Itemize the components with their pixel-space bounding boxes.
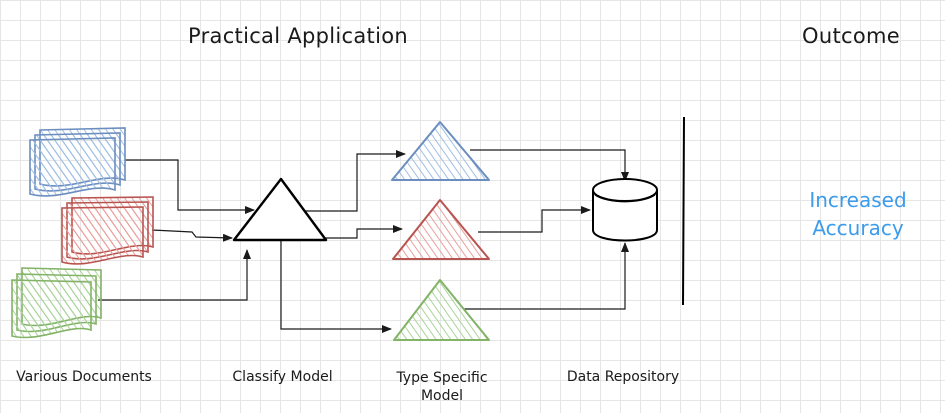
label-various-documents: Various Documents bbox=[16, 369, 152, 385]
heading-practical-application: Practical Application bbox=[188, 24, 408, 48]
heading-outcome: Outcome bbox=[802, 24, 900, 48]
outcome-increased-accuracy: Increased Accuracy bbox=[809, 188, 907, 240]
label-type-specific-model: Type Specific Model bbox=[396, 370, 488, 404]
label-data-repository: Data Repository bbox=[566, 369, 680, 385]
document-stack-blue bbox=[29, 127, 126, 197]
edge-classify-to-model-green bbox=[280, 240, 392, 333]
edge-model-green-to-repo bbox=[463, 242, 629, 310]
edge-docs-green-to-classify bbox=[98, 249, 251, 301]
classify-model-triangle bbox=[232, 177, 328, 242]
vertical-divider bbox=[682, 116, 685, 306]
document-stack-red bbox=[61, 196, 154, 265]
type-model-triangle-red bbox=[392, 199, 490, 260]
edge-docs-blue-to-classify bbox=[125, 159, 255, 214]
type-model-triangle-green bbox=[393, 279, 490, 341]
edge-classify-to-model-red bbox=[325, 225, 403, 239]
edge-docs-red-to-classify bbox=[151, 229, 233, 242]
edge-model-blue-to-repo bbox=[470, 149, 629, 182]
type-model-triangle-blue bbox=[391, 121, 490, 181]
connectors bbox=[98, 149, 629, 333]
edge-classify-to-model-blue bbox=[296, 150, 406, 212]
label-classify-model: Classify Model bbox=[232, 369, 333, 385]
document-stack-green bbox=[11, 267, 102, 339]
database-cylinder-icon bbox=[592, 178, 658, 242]
edge-model-red-to-repo bbox=[478, 206, 591, 233]
